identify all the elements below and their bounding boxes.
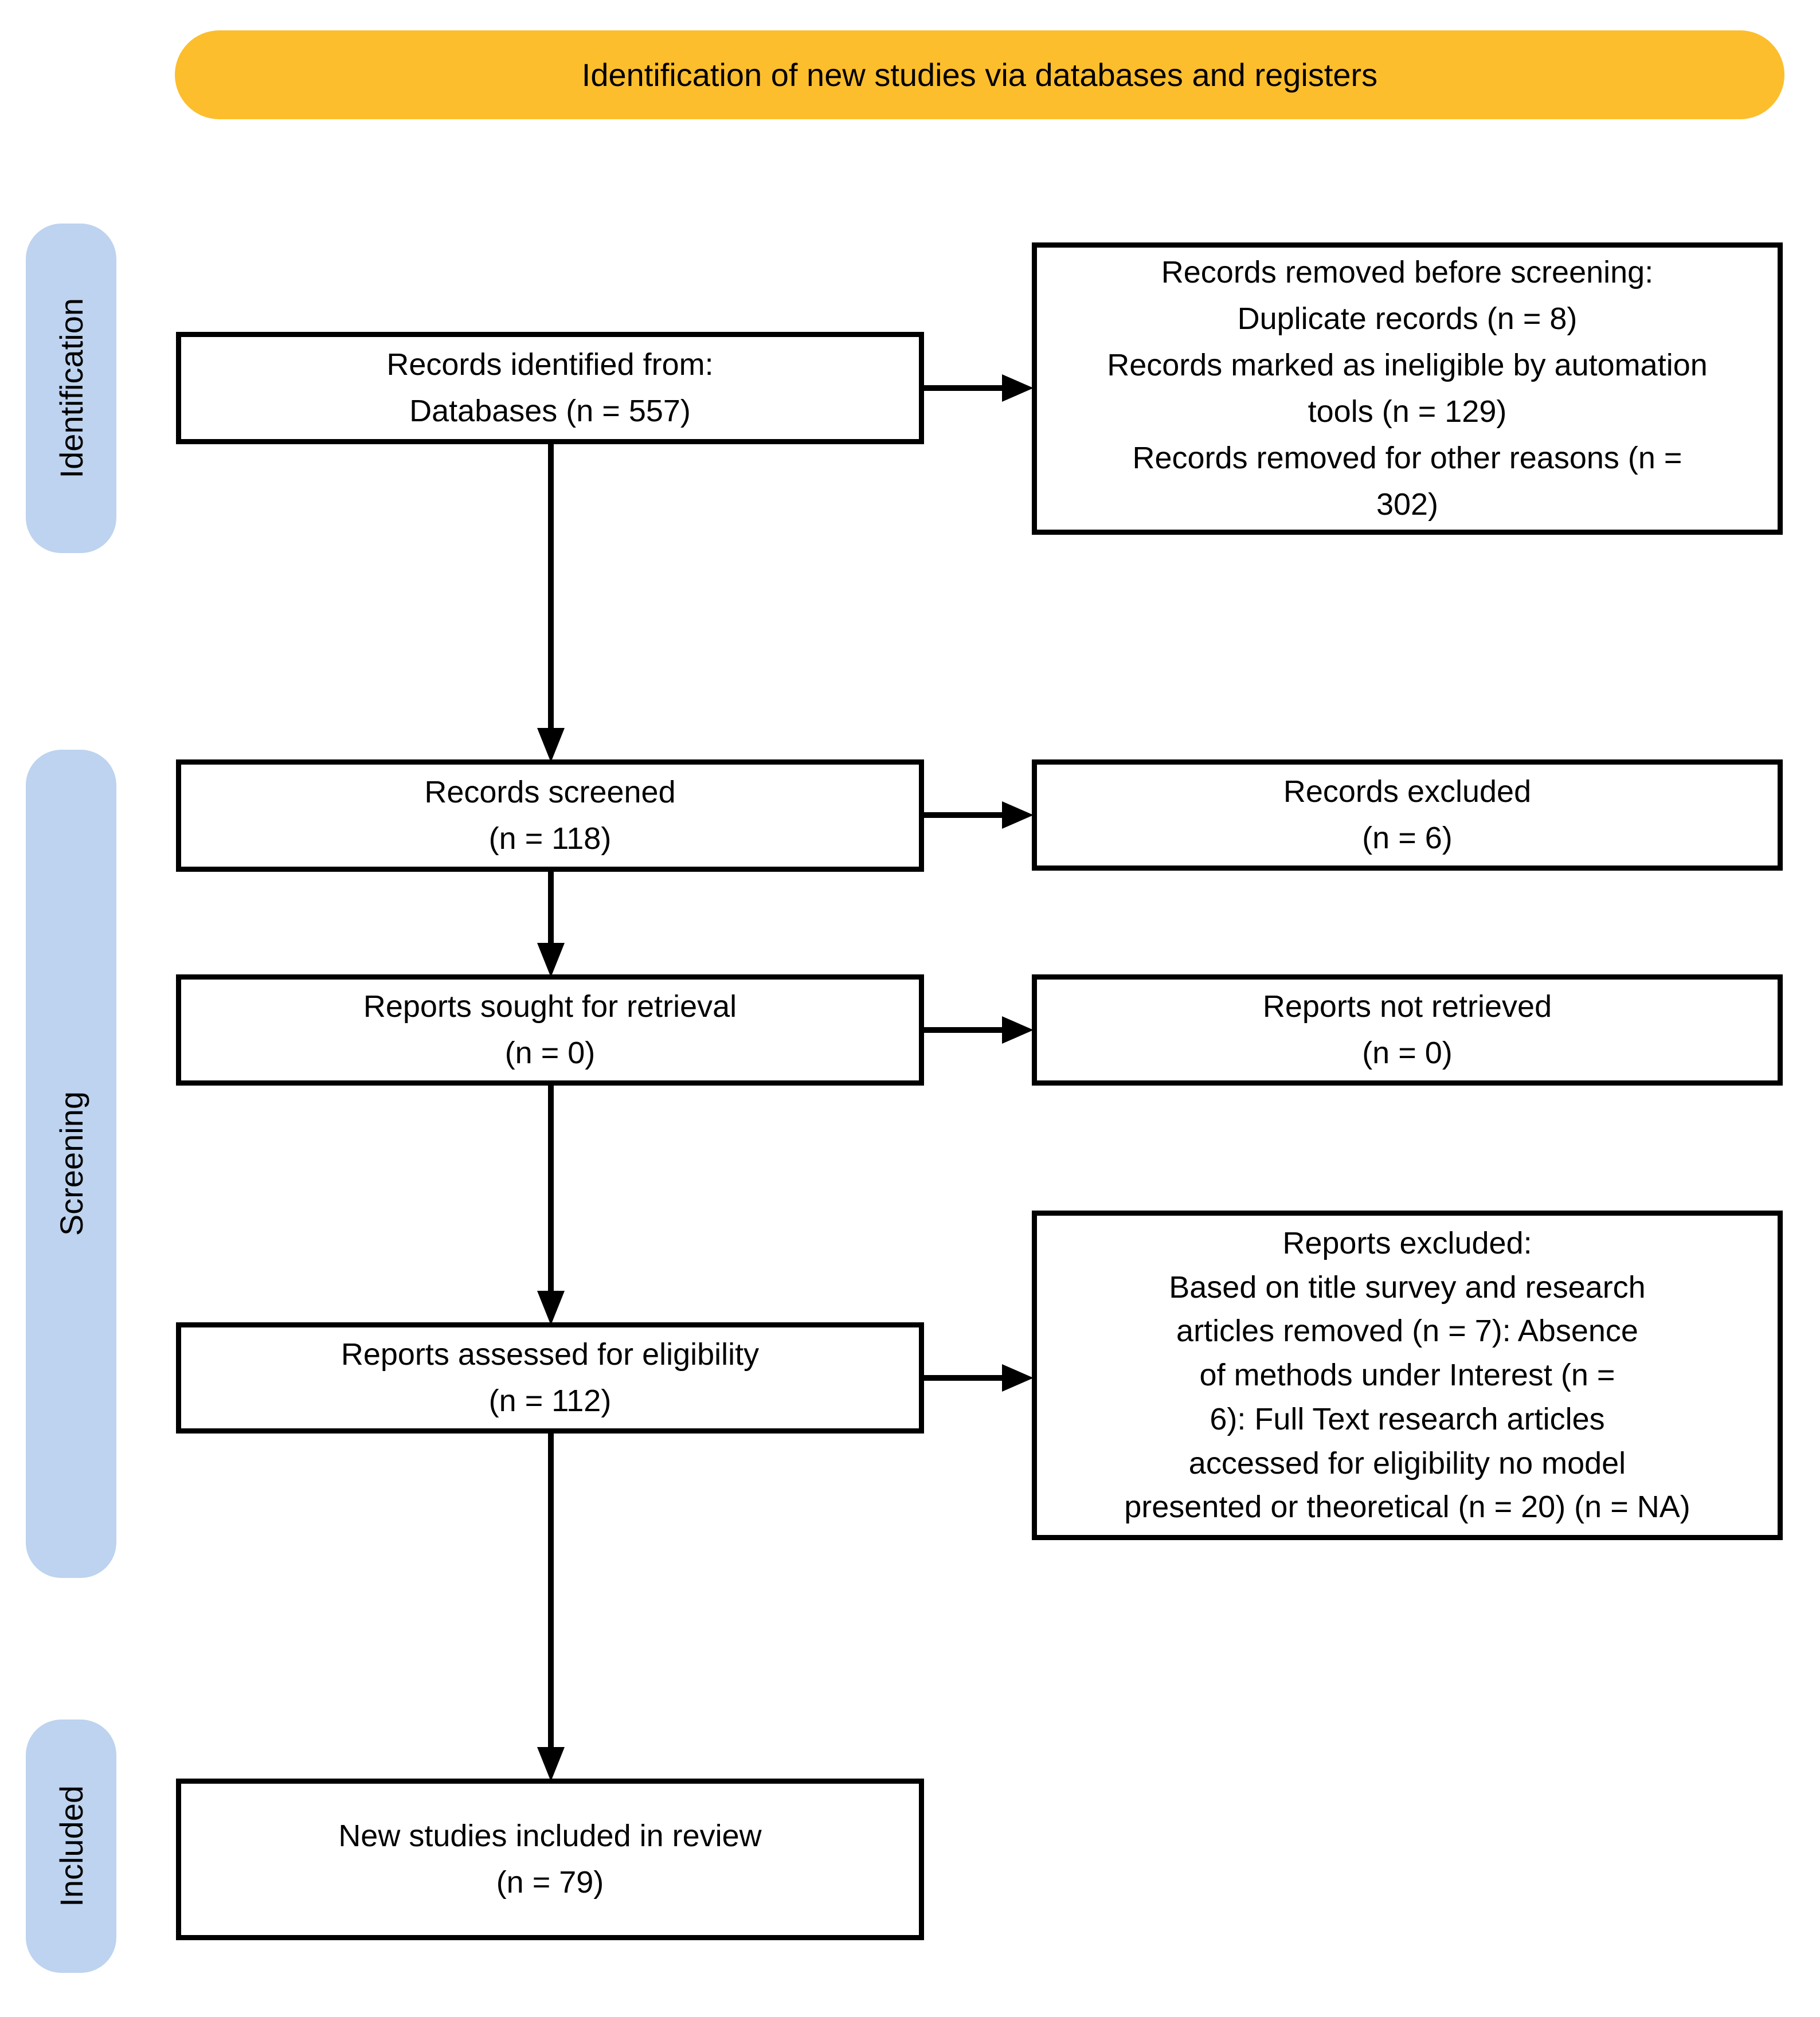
box-reports-assessed: Reports assessed for eligibility (n = 11… bbox=[176, 1322, 924, 1434]
arrow-assessed-to-included-line bbox=[548, 1434, 554, 1747]
arrow-assessed-to-reportsexcluded-head-icon bbox=[1002, 1364, 1034, 1392]
arrow-screened-to-sought-head-icon bbox=[537, 943, 565, 977]
box-records-identified: Records identified from: Databases (n = … bbox=[176, 332, 924, 444]
box-reports-not-retrieved-text: Reports not retrieved (n = 0) bbox=[1262, 989, 1552, 1070]
stage-label-included-text: Included bbox=[53, 1785, 89, 1907]
arrow-sought-to-assessed-line bbox=[548, 1086, 554, 1291]
box-records-excluded: Records excluded (n = 6) bbox=[1032, 759, 1783, 871]
box-records-excluded-text: Records excluded (n = 6) bbox=[1283, 774, 1532, 855]
box-records-screened: Records screened (n = 118) bbox=[176, 759, 924, 872]
arrow-sought-to-notretrieved-head-icon bbox=[1002, 1016, 1034, 1044]
box-reports-excluded: Reports excluded: Based on title survey … bbox=[1032, 1211, 1783, 1540]
box-records-removed-before-screening: Records removed before screening: Duplic… bbox=[1032, 242, 1783, 535]
arrow-sought-to-notretrieved-line bbox=[924, 1027, 1002, 1033]
box-reports-not-retrieved: Reports not retrieved (n = 0) bbox=[1032, 974, 1783, 1086]
box-reports-excluded-text: Reports excluded: Based on title survey … bbox=[1124, 1226, 1690, 1525]
banner-title-text: Identification of new studies via databa… bbox=[581, 57, 1378, 93]
box-records-removed-text: Records removed before screening: Duplic… bbox=[1107, 255, 1708, 522]
stage-label-screening: Screening bbox=[26, 750, 116, 1578]
stage-label-identification-text: Identification bbox=[53, 298, 89, 479]
arrow-screened-to-sought-line bbox=[548, 872, 554, 943]
box-new-studies-included: New studies included in review (n = 79) bbox=[176, 1779, 924, 1940]
arrow-identified-to-screened-line bbox=[548, 444, 554, 728]
arrow-identified-to-removed-head-icon bbox=[1002, 374, 1034, 402]
banner-title: Identification of new studies via databa… bbox=[175, 30, 1784, 119]
box-records-screened-text: Records screened (n = 118) bbox=[424, 775, 676, 856]
arrow-assessed-to-included-head-icon bbox=[537, 1747, 565, 1781]
box-new-studies-included-text: New studies included in review (n = 79) bbox=[338, 1819, 762, 1899]
box-reports-assessed-text: Reports assessed for eligibility (n = 11… bbox=[340, 1337, 760, 1418]
arrow-assessed-to-reportsexcluded-line bbox=[924, 1375, 1002, 1381]
stage-label-included: Included bbox=[26, 1720, 116, 1973]
arrow-sought-to-assessed-head-icon bbox=[537, 1291, 565, 1325]
box-records-identified-text: Records identified from: Databases (n = … bbox=[386, 347, 714, 428]
box-reports-sought-text: Reports sought for retrieval (n = 0) bbox=[363, 989, 737, 1070]
arrow-screened-to-excluded-head-icon bbox=[1002, 801, 1034, 829]
arrow-identified-to-removed-line bbox=[924, 385, 1002, 391]
stage-label-screening-text: Screening bbox=[53, 1091, 89, 1236]
stage-label-identification: Identification bbox=[26, 224, 116, 553]
box-reports-sought: Reports sought for retrieval (n = 0) bbox=[176, 974, 924, 1086]
arrow-identified-to-screened-head-icon bbox=[537, 728, 565, 762]
arrow-screened-to-excluded-line bbox=[924, 812, 1002, 818]
